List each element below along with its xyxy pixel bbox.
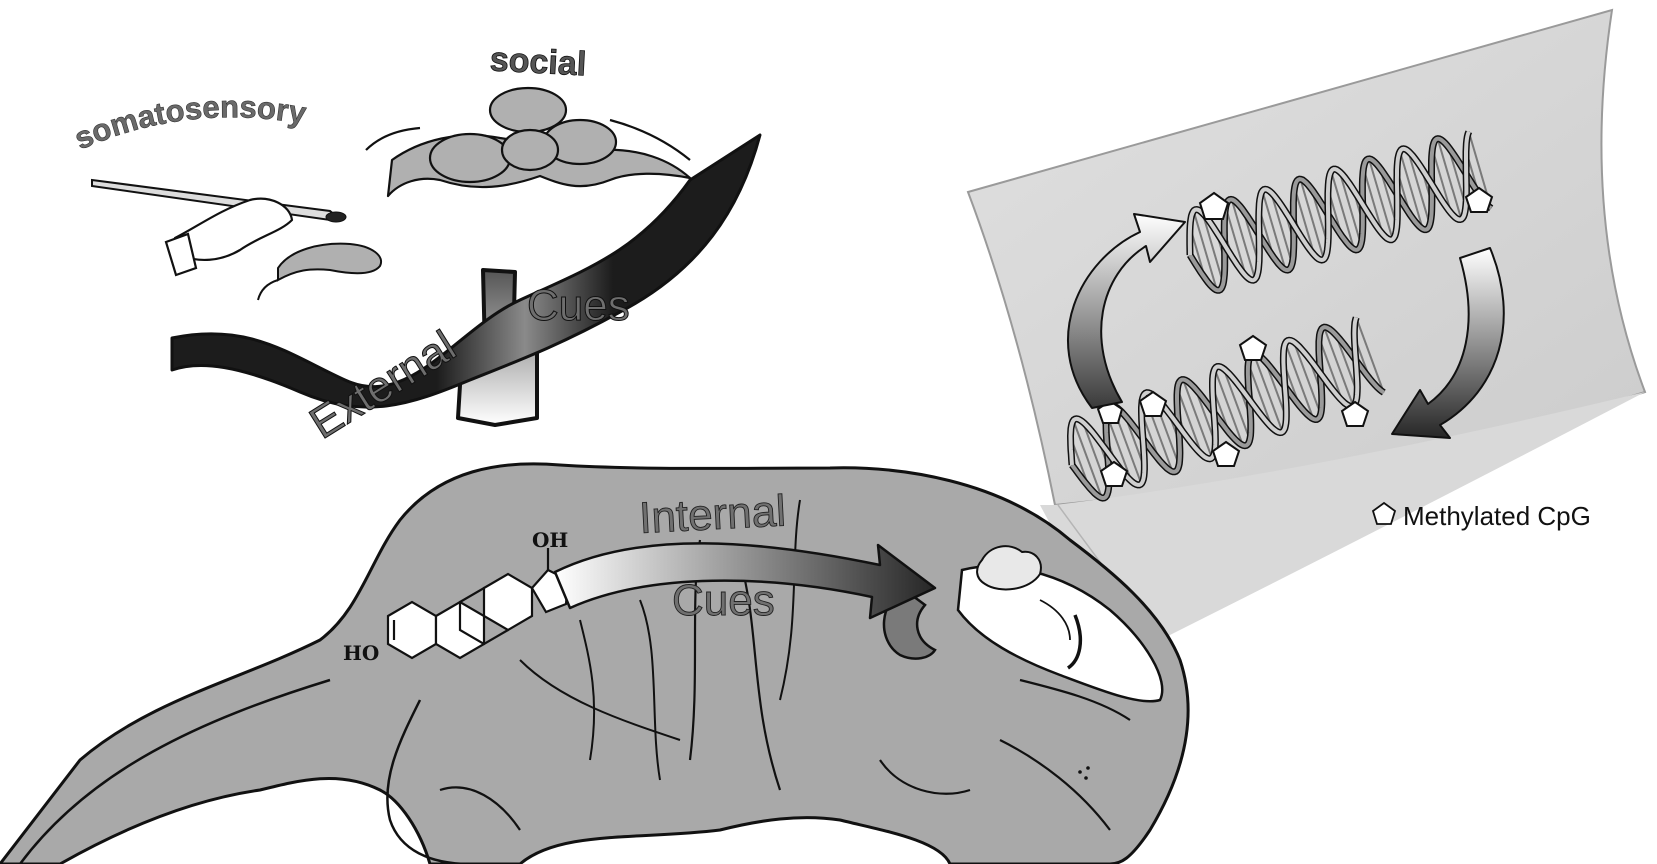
small-pup bbox=[258, 244, 381, 300]
brain-icon bbox=[977, 546, 1041, 589]
external-down-arrow-tip bbox=[468, 358, 552, 440]
main-pup bbox=[0, 464, 1188, 864]
legend: Methylated CpG bbox=[1373, 501, 1591, 531]
somatosensory-text: somatosensory bbox=[69, 89, 309, 156]
ho-label: HO bbox=[343, 641, 379, 665]
pup-body bbox=[0, 464, 1188, 864]
oh-label: OH bbox=[532, 528, 568, 552]
paintbrush-icon bbox=[92, 180, 336, 220]
brush-hand-group bbox=[92, 180, 381, 300]
social-label: social bbox=[489, 40, 587, 83]
social-pup-pile bbox=[366, 88, 690, 196]
external-cues-label: Cues bbox=[527, 281, 630, 330]
internal-cues-label: Cues bbox=[672, 576, 775, 625]
svg-text:somatosensory: somatosensory bbox=[69, 89, 309, 156]
internal-label: Internal bbox=[638, 486, 787, 543]
somatosensory-label: somatosensory bbox=[69, 89, 365, 156]
legend-label: Methylated CpG bbox=[1403, 501, 1591, 531]
